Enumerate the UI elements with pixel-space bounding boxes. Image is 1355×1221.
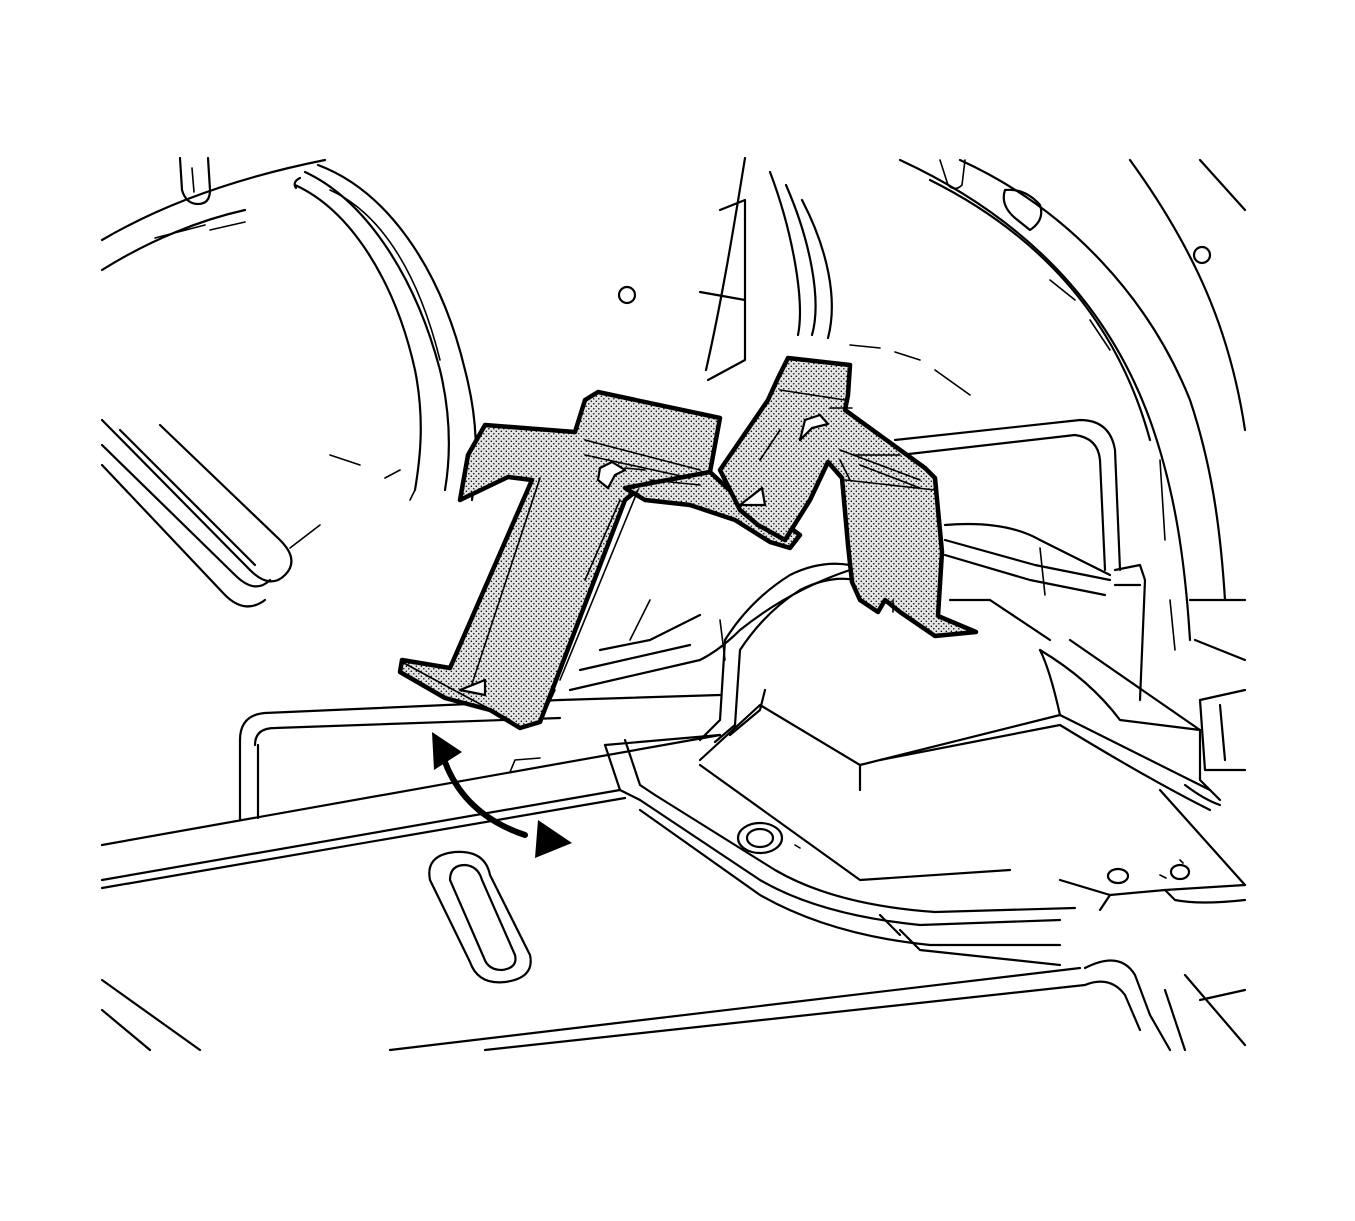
- right-wheelhouse: [617, 156, 1247, 772]
- rotation-arrow: [432, 732, 572, 858]
- left-wheelhouse: [100, 156, 477, 608]
- rear-floor-rail: [568, 522, 1247, 967]
- bracket: [397, 355, 979, 731]
- floor-panel: [100, 693, 1247, 1052]
